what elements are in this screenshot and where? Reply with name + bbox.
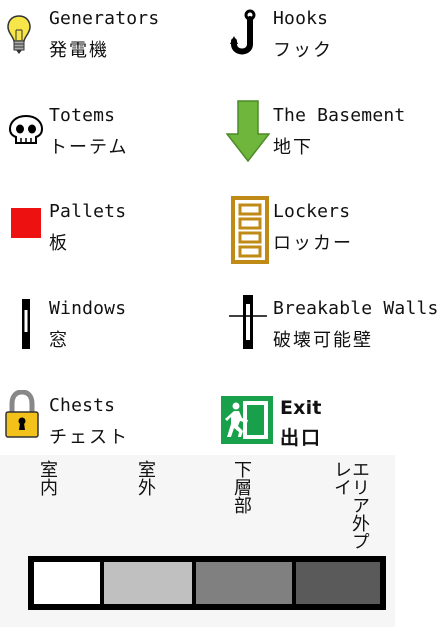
exit-label-ja: 出口 bbox=[280, 427, 323, 449]
walls-label-ja: 破壊可能壁 bbox=[273, 330, 373, 351]
breakable-wall-icon bbox=[229, 295, 267, 349]
windows-label: Windows bbox=[49, 298, 127, 319]
walls-label: Breakable Walls bbox=[273, 298, 439, 319]
locker-icon bbox=[231, 196, 269, 264]
chests-label-ja: チェスト bbox=[49, 427, 129, 448]
legend-label-out-of-bounds: エリア外プレイ bbox=[331, 460, 370, 550]
totems-label-ja: トーテム bbox=[49, 137, 129, 158]
pallets-label-ja: 板 bbox=[49, 233, 69, 254]
padlock-icon bbox=[5, 390, 39, 438]
light-bulb-icon bbox=[7, 15, 31, 54]
exit-label: Exit bbox=[280, 397, 322, 419]
pallets-label: Pallets bbox=[49, 201, 127, 222]
lockers-label-ja: ロッカー bbox=[273, 233, 353, 254]
hook-icon bbox=[230, 9, 256, 55]
basement-label-ja: 地下 bbox=[273, 137, 313, 158]
down-arrow-icon bbox=[226, 100, 270, 162]
basement-label: The Basement bbox=[273, 105, 406, 126]
skull-icon bbox=[8, 114, 44, 144]
legend-swatch-indoor bbox=[34, 562, 100, 604]
legend-swatch-outdoor bbox=[104, 562, 192, 604]
legend-swatch-lower-level bbox=[196, 562, 292, 604]
chests-label: Chests bbox=[49, 395, 116, 416]
hooks-label: Hooks bbox=[273, 8, 329, 29]
legend-swatch-out-of-bounds bbox=[296, 562, 380, 604]
hooks-label-ja: フック bbox=[273, 40, 333, 61]
legend-label-lower-level: 下層部 bbox=[231, 460, 252, 514]
exit-sign-icon bbox=[221, 396, 273, 444]
legend-label-indoor: 室内 bbox=[37, 460, 58, 496]
pallet-icon bbox=[11, 208, 41, 238]
legend-color-bar bbox=[28, 556, 386, 610]
totems-label: Totems bbox=[49, 105, 116, 126]
lockers-label: Lockers bbox=[273, 201, 351, 222]
generators-label-ja: 発電機 bbox=[49, 40, 109, 61]
generators-label: Generators bbox=[49, 8, 160, 29]
legend-label-outdoor: 室外 bbox=[135, 460, 156, 496]
window-icon bbox=[22, 299, 30, 349]
windows-label-ja: 窓 bbox=[49, 330, 69, 351]
